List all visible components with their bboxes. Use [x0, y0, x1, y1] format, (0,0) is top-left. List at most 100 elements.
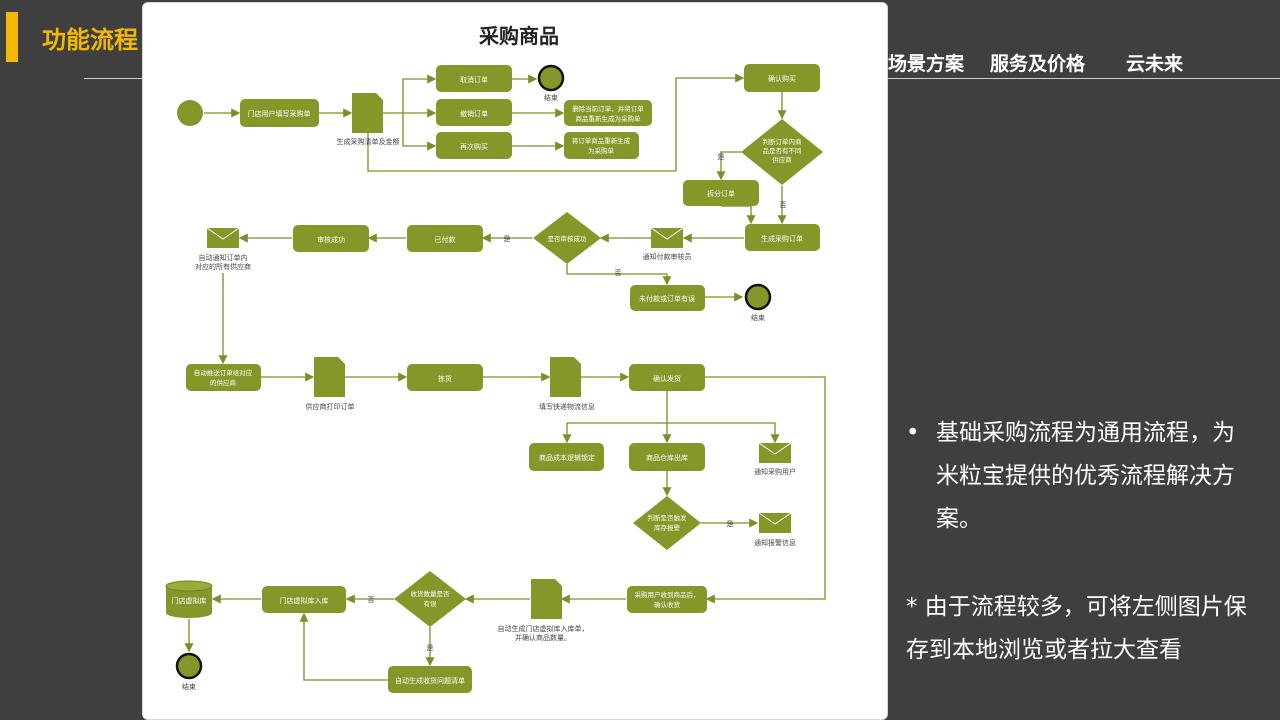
- withdraw-order-label: 撤销订单: [460, 109, 488, 118]
- confirm-purchase-node: [744, 64, 820, 92]
- virtual-in-node: [262, 586, 346, 613]
- audit-success-label: 审核成功: [317, 235, 345, 244]
- virtual-in-label: 门店虚拟库入库: [280, 596, 329, 605]
- audit-decision-label: 是否审核成功: [548, 234, 588, 243]
- envelope-icon: [758, 442, 792, 464]
- cost-lock-label: 商品成本逻辑锁定: [539, 453, 595, 462]
- end-node-1: [537, 64, 565, 92]
- rebuy-label: 再次购买: [460, 142, 488, 151]
- end2-label: 结束: [751, 313, 765, 322]
- cancel-order-node: [436, 65, 512, 92]
- auto-push-line2: 的供应商: [210, 378, 237, 387]
- nav-item-scene[interactable]: 场景方案: [888, 53, 965, 75]
- flowchart-panel: 采购商品: [142, 2, 888, 720]
- cancel-order-label: 取消订单: [460, 75, 488, 84]
- fill-logistics-label: 填写快递物流信息: [539, 402, 595, 411]
- picking-node: [407, 364, 483, 391]
- envelope-icon: [206, 227, 240, 249]
- unpaid-error-node: [630, 285, 705, 311]
- notify-alarm-label: 通知报警信息: [754, 538, 796, 547]
- document-icon: [314, 357, 345, 397]
- confirm-ship-label: 确认发货: [653, 374, 681, 383]
- stock-alarm-decision-node: [633, 496, 701, 550]
- document-icon: [550, 357, 581, 397]
- envelope-icon: [758, 512, 792, 534]
- auto-notify-line2: 对应的所有供应商: [195, 262, 251, 271]
- received-line2: 确认收货: [654, 600, 681, 609]
- gen-purchase-order-label: 生成采购订单: [761, 234, 803, 243]
- judge-line2: 品是否有不同: [763, 146, 802, 155]
- problem-list-label: 自动生成收货问题清单: [395, 676, 465, 685]
- auto-notify-line1: 自动通知订单内: [199, 253, 248, 262]
- yes-label-3: 是: [727, 520, 734, 528]
- paid-node: [407, 225, 483, 252]
- nav-item-future[interactable]: 云未来: [1126, 53, 1184, 75]
- purchase-flowchart: 采购商品: [165, 24, 826, 693]
- document-icon: [531, 579, 562, 619]
- fill-cart-node: [240, 99, 319, 127]
- stock-out-node: [629, 443, 705, 471]
- received-node: [627, 586, 707, 613]
- bullet-body: 基础采购流程为通用流程，为米粒宝提供的优秀流程解决方案。: [936, 420, 1235, 532]
- diagram-title: 采购商品: [479, 24, 559, 48]
- delete-note-node: [564, 100, 652, 126]
- judge-line3: 供应商: [772, 155, 792, 164]
- regen-note-line1: 将订单商品重新生成: [572, 136, 631, 145]
- qty-check-line2: 有误: [424, 599, 438, 608]
- end-node-3: [175, 652, 203, 680]
- regen-note-node: [564, 132, 639, 159]
- judge-stock-line2: 库存报警: [654, 523, 681, 532]
- notify-buyer-label: 通知采购用户: [754, 467, 796, 476]
- document-icon: [352, 93, 383, 133]
- end3-label: 结束: [182, 682, 196, 691]
- no-label-2: 否: [615, 269, 622, 277]
- paid-label: 已付款: [435, 235, 456, 244]
- auto-gen-line1: 自动生成门店虚拟库入库单，: [498, 624, 589, 633]
- judge-line1: 判断订单内商: [763, 137, 803, 146]
- accent-bar: [6, 12, 18, 62]
- virtual-store-database: [165, 580, 213, 618]
- unpaid-error-label: 未付款或订单有误: [639, 294, 695, 303]
- no-label-3: 否: [368, 596, 375, 604]
- yes-label-2: 是: [504, 235, 511, 243]
- audit-decision-node: [533, 212, 601, 264]
- nav-item-pricing[interactable]: 服务及价格: [990, 53, 1086, 75]
- supplier-decision-node: [741, 119, 823, 185]
- supplier-print-label: 供应商打印订单: [306, 402, 355, 411]
- delete-note-line1: 删除当前订单，并将订单: [572, 104, 644, 113]
- gen-order-doc-label: 生成采购清单及金额: [337, 137, 400, 146]
- rebuy-node: [436, 132, 512, 159]
- end-node-2: [744, 283, 772, 311]
- problem-list-node: [388, 666, 472, 693]
- auto-gen-line2: 并确认商品数量。: [515, 633, 571, 642]
- auto-push-line1: 自动推送订单给对应: [194, 368, 253, 377]
- stock-out-label: 商品仓库出库: [646, 453, 688, 462]
- received-line1: 采购用户收到商品后，: [635, 590, 700, 599]
- delete-note-line2: 商品重新生成为采购单: [576, 114, 642, 123]
- confirm-ship-node: [629, 364, 705, 391]
- split-order-node: [683, 180, 759, 206]
- qty-decision-node: [394, 571, 466, 627]
- gen-purchase-order-node: [745, 224, 820, 251]
- qty-check-line1: 收货数量是否: [411, 589, 451, 598]
- audit-success-node: [293, 225, 369, 252]
- end1-label: 结束: [544, 93, 558, 102]
- split-order-label: 拆分订单: [707, 189, 735, 198]
- cost-lock-node: [529, 443, 604, 471]
- fill-cart-label: 门店用户填写采购单: [248, 109, 311, 118]
- start-node: [177, 100, 203, 126]
- yes-label-4: 是: [427, 644, 434, 652]
- auto-push-node: [186, 364, 261, 391]
- bullet-icon: •: [906, 420, 920, 446]
- note-paragraph: * 由于流程较多，可将左侧图片保存到本地浏览或者拉大查看: [906, 594, 1247, 663]
- no-label-1: 否: [780, 201, 787, 209]
- regen-note-line2: 为采购单: [588, 146, 615, 155]
- envelope-icon: [650, 227, 684, 249]
- notify-finance-label: 通知付款审核员: [643, 252, 692, 261]
- picking-label: 拣货: [438, 374, 452, 383]
- bullet-paragraph: • 基础采购流程为通用流程，为米粒宝提供的优秀流程解决方案。: [906, 412, 1236, 541]
- virtual-store-label: 门店虚拟库: [172, 596, 207, 605]
- section-title: 功能流程: [42, 26, 138, 54]
- judge-stock-line1: 判断是否触发: [648, 513, 688, 522]
- withdraw-order-node: [436, 99, 512, 126]
